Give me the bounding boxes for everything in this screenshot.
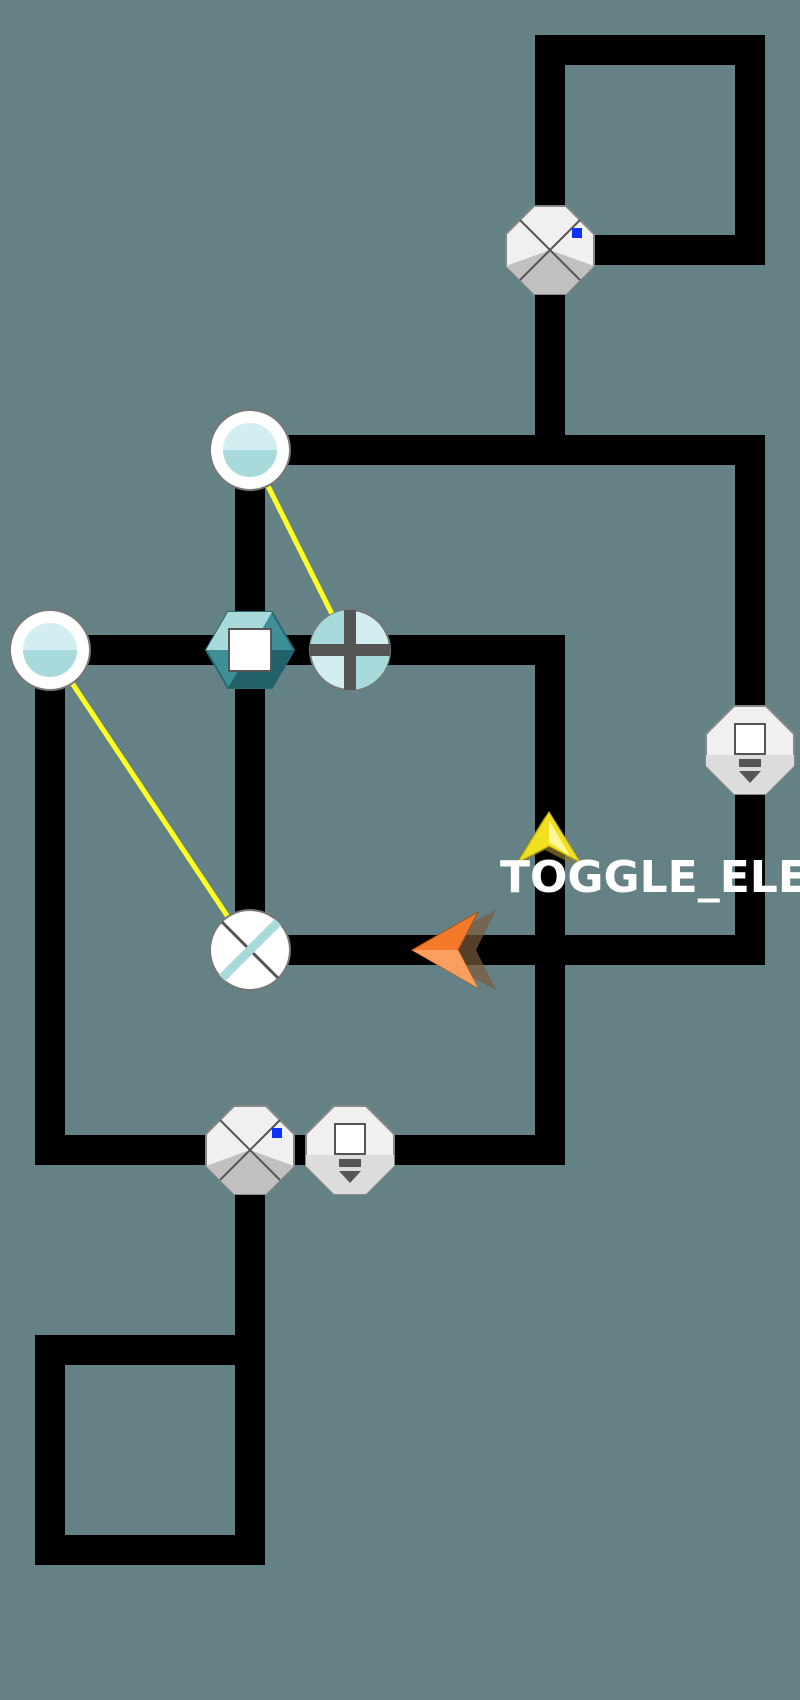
cross-node[interactable] <box>309 609 391 691</box>
player-label: TOGGLE_ELEM <box>500 852 800 903</box>
link-lines <box>47 447 353 953</box>
x-node[interactable] <box>209 909 291 991</box>
track <box>35 35 765 1565</box>
lens-node[interactable] <box>9 609 91 691</box>
marker-icon <box>572 228 582 238</box>
switch-node[interactable] <box>505 205 595 295</box>
player-arrow-icon <box>410 910 496 990</box>
eject-node[interactable] <box>305 1105 395 1195</box>
link-line <box>47 647 253 953</box>
block-node[interactable] <box>204 611 296 689</box>
cursor-arrow-icon <box>514 811 582 866</box>
eject-node[interactable] <box>705 705 795 795</box>
marker-icon <box>272 1128 282 1138</box>
lens-node[interactable] <box>209 409 291 491</box>
switch-node[interactable] <box>205 1105 295 1195</box>
